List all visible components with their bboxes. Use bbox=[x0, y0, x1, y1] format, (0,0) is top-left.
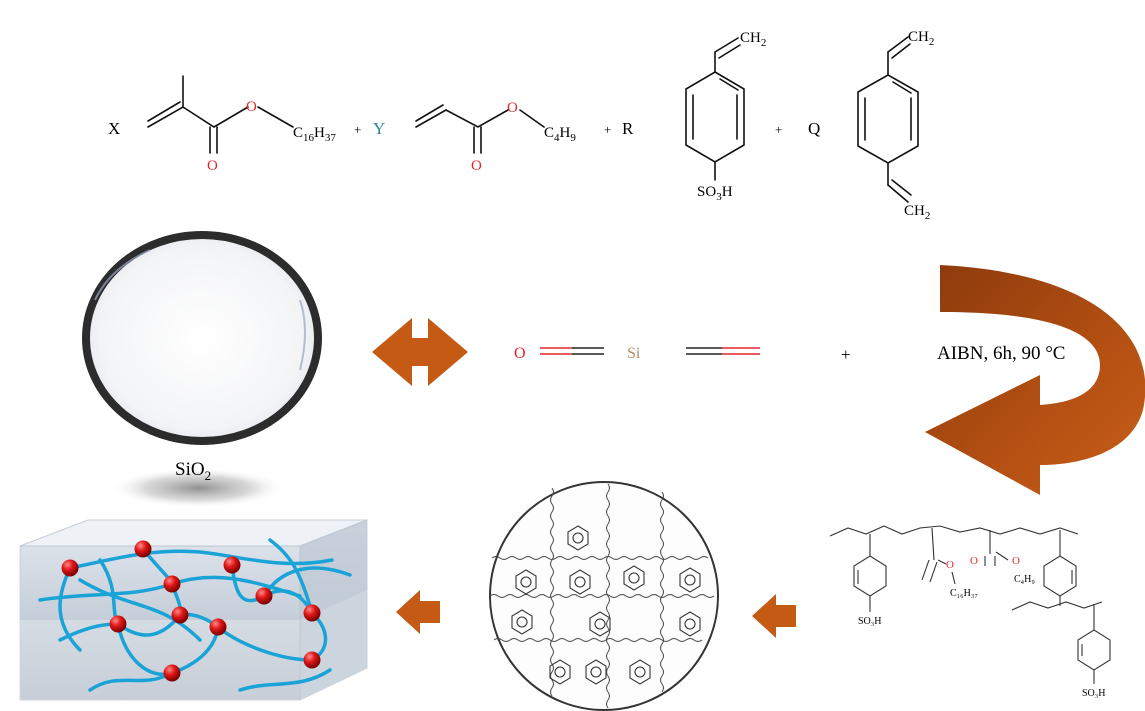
plus-sign-2: + bbox=[604, 122, 611, 137]
styrene-so3h-label: SO3H bbox=[697, 184, 733, 203]
polymer-c4h9: C₄H₉ bbox=[1014, 574, 1035, 585]
dvb-bottom-ch2-label: CH2 bbox=[904, 203, 930, 222]
acrylate-carbonyl-o: O bbox=[471, 158, 482, 174]
styrene-sulfonic-acid-structure: CH2 SO3H bbox=[685, 30, 766, 203]
butyl-c4h9-label: C4H9 bbox=[544, 125, 576, 144]
left-arrow-bottom-2 bbox=[752, 594, 796, 638]
polymer-o-left: O bbox=[946, 559, 954, 571]
crosslink-sphere bbox=[163, 664, 181, 682]
methacrylate-ester-o: O bbox=[246, 99, 257, 115]
acrylate-ester-o: O bbox=[507, 100, 518, 116]
polymer-so3h-right: SO₃H bbox=[1082, 688, 1106, 699]
crosslink-sphere bbox=[255, 587, 273, 605]
copolymer-structure: SO₃H O C₁₆H₃₇ O O C₄H₉ SO₃H bbox=[829, 525, 1111, 699]
plus-sign-1: + bbox=[354, 122, 361, 137]
coef-y: Y bbox=[373, 119, 385, 138]
crosslink-points bbox=[61, 540, 321, 682]
coef-r: R bbox=[622, 119, 634, 138]
methacrylate-carbonyl-o: O bbox=[207, 158, 218, 174]
polymer-o-right: O bbox=[1012, 555, 1020, 567]
dvb-top-ch2-label: CH2 bbox=[908, 29, 934, 48]
sio2-left-o: O bbox=[514, 345, 526, 362]
polymer-o-carbonyl: O bbox=[970, 555, 978, 567]
silica-label: SiO2 bbox=[175, 459, 211, 483]
plus-sign-3: + bbox=[775, 122, 782, 137]
stearyl-c16h37-label: C16H37 bbox=[293, 125, 336, 144]
coef-q: Q bbox=[808, 119, 820, 138]
crosslink-sphere bbox=[223, 556, 241, 574]
butyl-acrylate-structure: O O C4H9 bbox=[415, 100, 576, 174]
silica-bowl-image bbox=[82, 231, 322, 508]
crosslink-sphere bbox=[303, 604, 321, 622]
plus-sign-middle: + bbox=[841, 345, 851, 364]
crosslink-sphere bbox=[163, 575, 181, 593]
divinylbenzene-structure: CH2 CH2 bbox=[857, 29, 934, 222]
magnified-network-circle bbox=[489, 481, 719, 711]
stearyl-methacrylate-structure: O O C16H37 bbox=[147, 75, 336, 174]
left-arrow-bottom-1 bbox=[396, 590, 440, 634]
crosslink-sphere bbox=[134, 540, 152, 558]
polymer-c16h37: C₁₆H₃₇ bbox=[950, 588, 978, 599]
sio2-si: Si bbox=[627, 345, 641, 362]
monomer-reaction: X O O C16H37 + Y O O bbox=[108, 29, 934, 222]
silica-molecule-structure: O Si bbox=[514, 345, 760, 362]
crosslink-sphere bbox=[209, 618, 227, 636]
styrene-ch2-label: CH2 bbox=[740, 30, 766, 49]
crosslink-sphere bbox=[109, 615, 127, 633]
curved-arrow bbox=[925, 265, 1145, 495]
crosslinked-network-block bbox=[19, 519, 368, 701]
polymer-so3h-left: SO₃H bbox=[858, 616, 882, 627]
crosslink-sphere bbox=[171, 606, 189, 624]
crosslink-sphere bbox=[61, 559, 79, 577]
reaction-conditions: AIBN, 6h, 90 °C bbox=[937, 343, 1065, 364]
crosslink-sphere bbox=[303, 651, 321, 669]
coef-x: X bbox=[108, 119, 120, 138]
double-headed-arrow bbox=[372, 318, 468, 386]
